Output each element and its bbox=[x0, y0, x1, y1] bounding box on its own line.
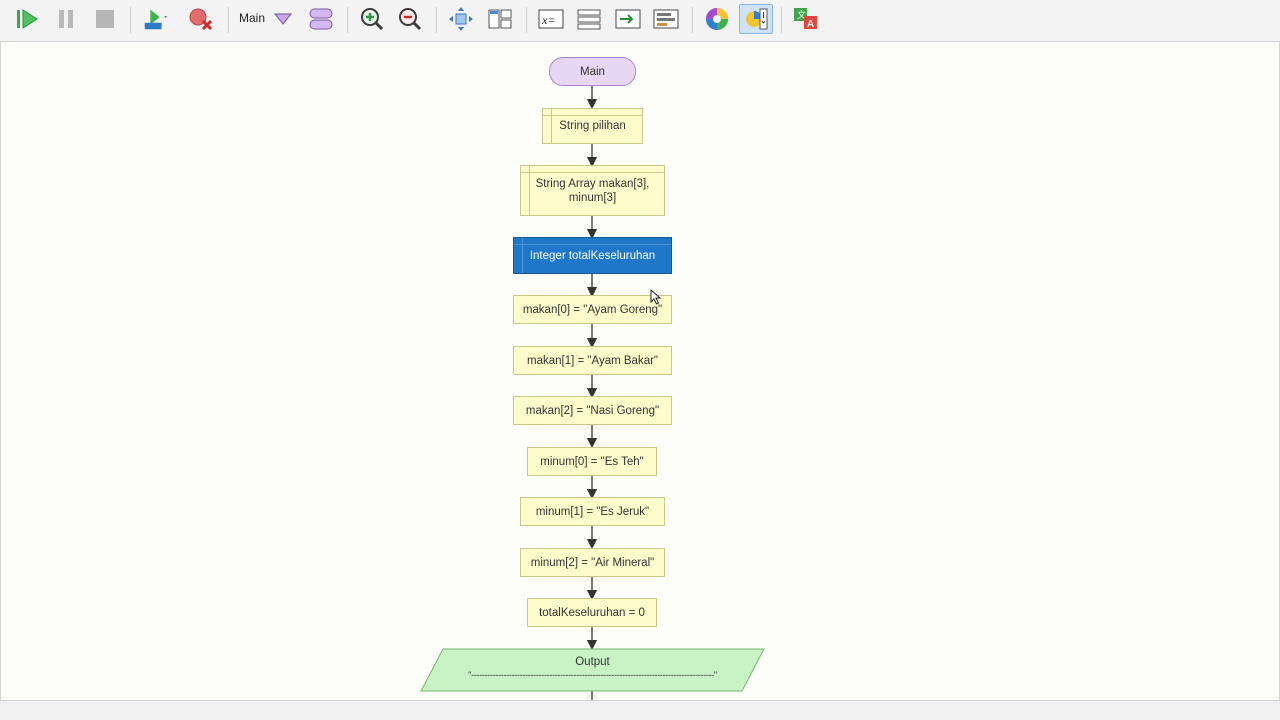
declare-text: String pilihan bbox=[559, 120, 626, 132]
assign-block[interactable]: makan[0] = "Ayam Goreng" bbox=[513, 295, 672, 324]
assign-block[interactable]: makan[1] = "Ayam Bakar" bbox=[513, 346, 672, 375]
function-name-label[interactable]: Main bbox=[239, 11, 266, 25]
status-bar bbox=[0, 700, 1280, 720]
assign-block[interactable]: minum[0] = "Es Teh" bbox=[527, 447, 657, 476]
assign-text: totalKeseluruhan = 0 bbox=[539, 606, 645, 619]
start-label: Main bbox=[580, 65, 605, 78]
svg-text:x=: x= bbox=[541, 13, 555, 27]
layout-icon[interactable] bbox=[306, 5, 336, 33]
declare-block-pilihan[interactable]: String pilihan bbox=[542, 108, 643, 144]
declare-block-arrays[interactable]: String Array makan[3], minum[3] bbox=[520, 165, 665, 216]
assign-text: minum[1] = "Es Jeruk" bbox=[535, 505, 650, 518]
output-label: Output bbox=[575, 656, 610, 668]
panel-icon[interactable] bbox=[485, 5, 515, 33]
output-text: "---------------------------------------… bbox=[468, 670, 717, 680]
output-parallelogram bbox=[420, 648, 765, 692]
assign-text: makan[1] = "Ayam Bakar" bbox=[527, 354, 658, 367]
assign-block[interactable]: totalKeseluruhan = 0 bbox=[527, 598, 657, 627]
assign-text: makan[2] = "Nasi Goreng" bbox=[525, 404, 660, 417]
svg-text:A: A bbox=[807, 19, 814, 30]
assign-block[interactable]: minum[2] = "Air Mineral" bbox=[520, 548, 665, 577]
mouse-cursor-icon bbox=[650, 289, 662, 305]
fit-icon[interactable] bbox=[446, 5, 476, 33]
step-icon[interactable] bbox=[140, 5, 170, 33]
zoom-in-icon[interactable] bbox=[357, 5, 387, 33]
run-icon[interactable] bbox=[12, 5, 42, 33]
pause-icon[interactable] bbox=[51, 5, 81, 33]
svg-text:文: 文 bbox=[797, 9, 806, 21]
assign-text: minum[0] = "Es Teh" bbox=[540, 455, 644, 468]
assign-block[interactable]: minum[1] = "Es Jeruk" bbox=[520, 497, 665, 526]
assign-text: minum[2] = "Air Mineral" bbox=[530, 556, 655, 569]
declare-text-line2: minum[3] bbox=[568, 191, 617, 204]
declare-text: String Array makan[3], bbox=[535, 177, 650, 190]
variables-icon[interactable]: x= bbox=[536, 5, 566, 33]
dropdown-icon[interactable] bbox=[268, 5, 298, 33]
output-icon[interactable] bbox=[613, 5, 643, 33]
zoom-out-icon[interactable] bbox=[395, 5, 425, 33]
stop-icon[interactable] bbox=[90, 5, 120, 33]
declare-block-total-selected[interactable]: Integer totalKeseluruhan bbox=[513, 237, 672, 274]
assign-text: makan[0] = "Ayam Goreng" bbox=[522, 303, 663, 316]
console-icon[interactable] bbox=[574, 5, 604, 33]
list-icon[interactable] bbox=[651, 5, 681, 33]
breakpoint-clear-icon[interactable] bbox=[186, 5, 216, 33]
declare-text: Integer totalKeseluruhan bbox=[529, 249, 656, 262]
color-wheel-icon[interactable] bbox=[702, 5, 732, 33]
chart-view-icon[interactable] bbox=[739, 4, 773, 34]
assign-block[interactable]: makan[2] = "Nasi Goreng" bbox=[513, 396, 672, 425]
start-terminal[interactable]: Main bbox=[549, 57, 636, 86]
output-block[interactable]: Output "--------------------------------… bbox=[420, 648, 765, 692]
